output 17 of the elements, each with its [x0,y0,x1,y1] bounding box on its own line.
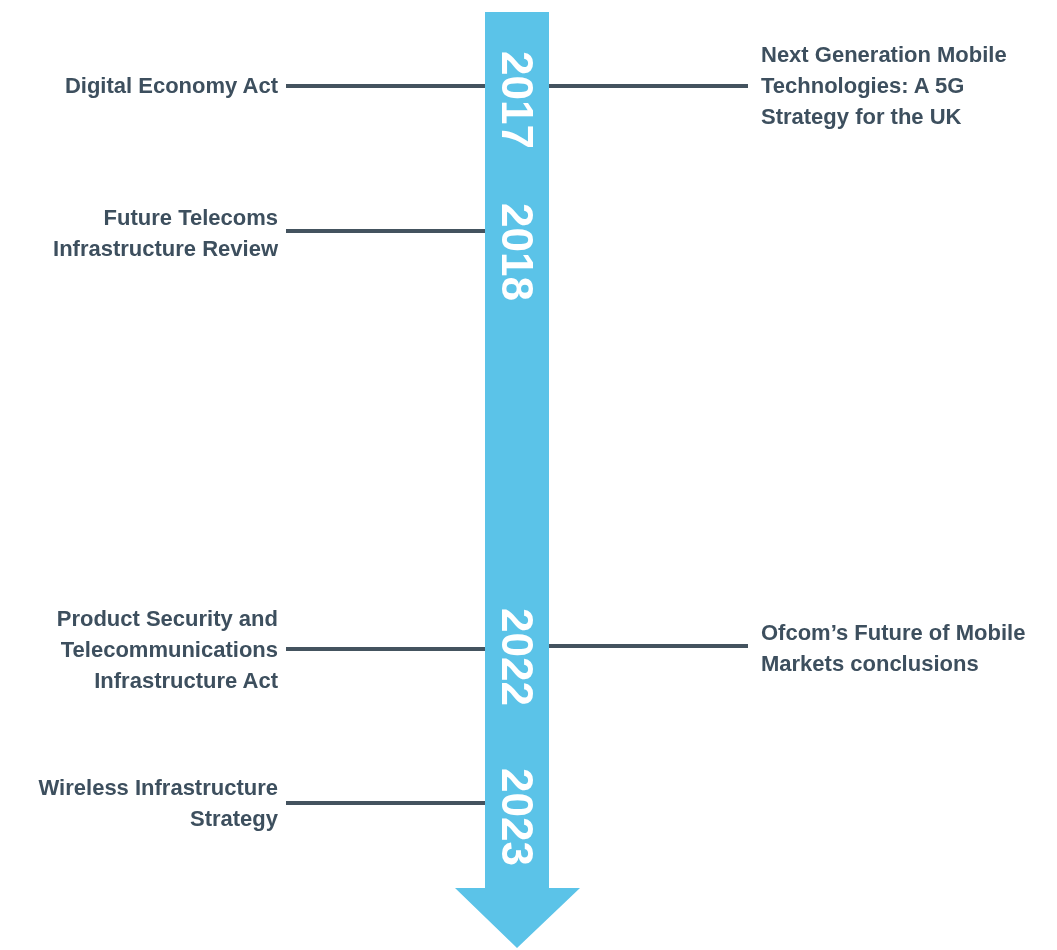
connector-line [286,84,485,88]
year-label: 2022 [485,587,549,727]
event-label: Future Telecoms Infrastructure Review [10,202,286,264]
event-label: Next Generation Mobile Technologies: A 5G Strategy for the UK [558,39,1053,132]
connector-line [286,801,485,805]
event-label: Wireless Infrastructure Strategy [0,772,286,834]
connector-line [549,644,748,648]
timeline-arrow [455,12,580,948]
year-label: 2017 [485,30,549,170]
event-label: Ofcom’s Future of Mobile Markets conclusions [558,617,1053,679]
event-label: Product Security and Telecommunications Infrastructure Act [10,603,286,696]
year-label: 2023 [485,747,549,887]
connector-line [549,84,748,88]
connector-line [286,229,485,233]
year-label: 2018 [485,182,549,322]
event-label: Digital Economy Act [20,70,286,101]
connector-line [286,647,485,651]
